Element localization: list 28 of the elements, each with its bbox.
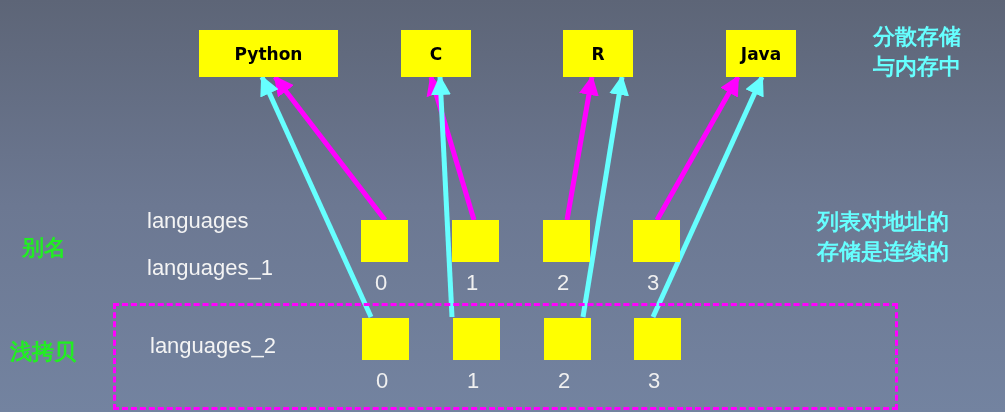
index-number: 3 (647, 270, 660, 296)
side-label: 浅拷贝 (10, 338, 76, 366)
arrow (426, 75, 477, 221)
arrow (259, 75, 374, 319)
value-box: R (563, 30, 633, 77)
arrow (564, 75, 599, 221)
arrow (650, 75, 765, 319)
index-number: 2 (557, 270, 570, 296)
arrow (430, 75, 455, 318)
index-number: 1 (466, 270, 479, 296)
arrow (273, 75, 387, 222)
value-box: Python (199, 30, 338, 77)
side-label: 别名 (22, 234, 66, 262)
text-note: 分散存储与内存中 (873, 23, 962, 81)
index-number: 1 (467, 368, 480, 394)
text-note: 列表对地址的存储是连续的 (817, 208, 950, 266)
value-box: C (401, 30, 471, 77)
dashed-frame (113, 303, 898, 410)
index-number: 3 (648, 368, 661, 394)
index-number: 0 (375, 270, 388, 296)
variable-name: languages_2 (150, 333, 276, 359)
variable-name: languages_1 (147, 255, 273, 281)
value-box: Java (726, 30, 796, 77)
arrow (654, 75, 741, 222)
index-number: 0 (376, 368, 389, 394)
index-number: 2 (558, 368, 571, 394)
arrow (580, 75, 629, 318)
variable-name: languages (147, 208, 249, 234)
